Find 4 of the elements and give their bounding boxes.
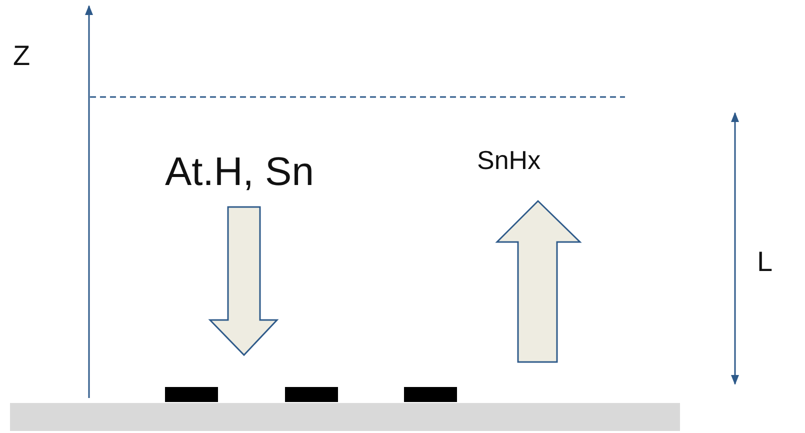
axis-label: Z: [13, 42, 30, 70]
species-label: At.H, Sn: [165, 152, 314, 192]
species-label: SnHx: [477, 147, 541, 173]
dimension-label: L: [757, 248, 773, 276]
